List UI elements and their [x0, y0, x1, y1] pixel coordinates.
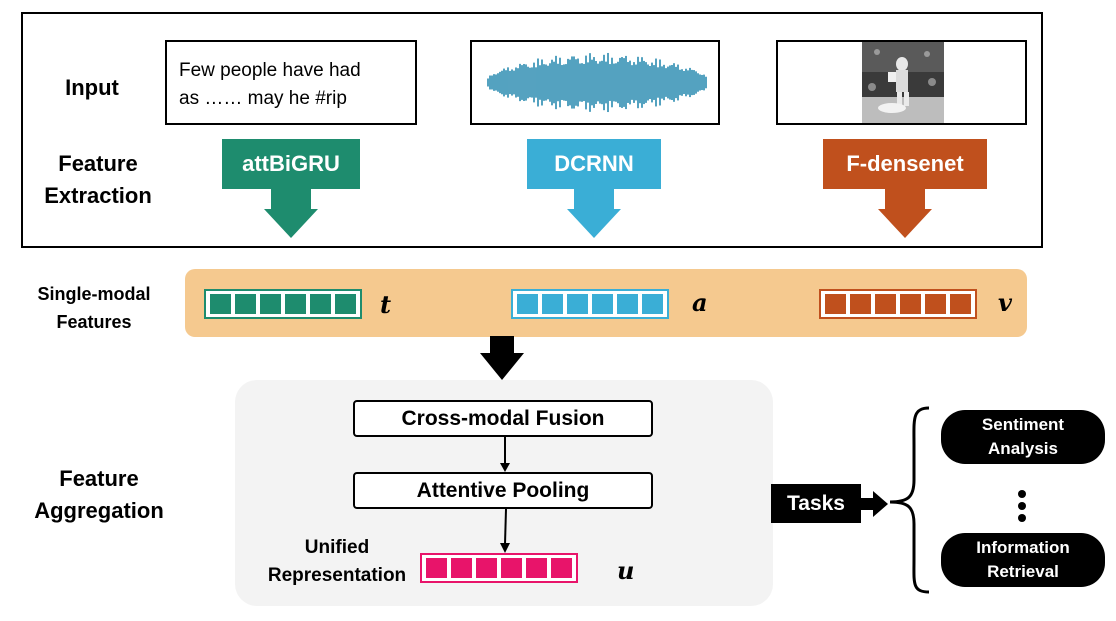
single-modal-features-label: Single-modal Features: [37, 284, 151, 332]
vector-cell: [875, 294, 896, 314]
attbigru-extractor: attBiGRU: [222, 139, 360, 189]
boxing-photo-icon: [862, 42, 944, 123]
unified-representation-vector: [420, 553, 578, 583]
vector-cell: [900, 294, 921, 314]
tasks-label: Tasks: [771, 484, 861, 523]
curly-brace-icon: [889, 406, 930, 594]
f-densenet-arrow-head: [878, 209, 932, 238]
vector-cell: [501, 558, 522, 578]
text-input-box: [165, 40, 417, 125]
attbigru-label: attBiGRU: [242, 151, 340, 176]
vector-cell: [526, 558, 547, 578]
text-feature-vector: [204, 289, 362, 319]
vector-cell: [567, 294, 588, 314]
vector-cell: [476, 558, 497, 578]
feature-extraction-label: Feature Extraction: [44, 151, 152, 208]
vector-cell: [517, 294, 538, 314]
text-feature-var: t: [380, 290, 392, 319]
cross-modal-fusion-box: Cross-modal Fusion: [353, 400, 653, 437]
down-arrow-icon: [480, 336, 524, 380]
vector-cell: [210, 294, 231, 314]
vector-cell: [850, 294, 871, 314]
vector-cell: [950, 294, 971, 314]
vector-cell: [542, 294, 563, 314]
input-label: Input: [65, 75, 119, 100]
cross-modal-fusion-label: Cross-modal Fusion: [401, 406, 605, 430]
audio-waveform-icon: [487, 52, 707, 113]
image-input-box: [776, 40, 1027, 125]
visual-feature-vector: [819, 289, 977, 319]
input-extraction-frame: [21, 12, 1043, 248]
audio-feature-var: a: [692, 288, 708, 317]
unified-var: u: [617, 556, 635, 585]
task-sentiment-analysis: Sentiment Analysis: [941, 410, 1105, 464]
vector-cell: [592, 294, 613, 314]
dcrnn-arrow-stem: [574, 188, 614, 210]
dcrnn-arrow-head: [567, 209, 621, 238]
audio-feature-vector: [511, 289, 669, 319]
vector-cell: [642, 294, 663, 314]
vector-cell: [235, 294, 256, 314]
feature-aggregation-label: Feature Aggregation: [34, 466, 164, 523]
visual-feature-var: v: [998, 288, 1012, 317]
audio-input-box: [470, 40, 720, 125]
attbigru-arrow-stem: [271, 188, 311, 210]
attentive-pooling-box: Attentive Pooling: [353, 472, 653, 509]
attentive-pooling-label: Attentive Pooling: [416, 478, 590, 502]
vector-cell: [426, 558, 447, 578]
vector-cell: [335, 294, 356, 314]
attbigru-arrow-head: [264, 209, 318, 238]
vector-cell: [451, 558, 472, 578]
vector-cell: [260, 294, 281, 314]
f-densenet-extractor: F-densenet: [823, 139, 987, 189]
aggregation-arrows: [500, 437, 510, 553]
f-densenet-label: F-densenet: [846, 151, 964, 176]
vertical-ellipsis-icon: [1018, 490, 1026, 522]
vector-cell: [551, 558, 572, 578]
tasks-arrow-icon: [860, 491, 888, 517]
task-information-retrieval: Information Retrieval: [941, 533, 1105, 587]
dcrnn-extractor: DCRNN: [527, 139, 661, 189]
vector-cell: [310, 294, 331, 314]
vector-cell: [925, 294, 946, 314]
vector-cell: [285, 294, 306, 314]
vector-cell: [825, 294, 846, 314]
unified-representation-label: Unified Representation: [267, 537, 407, 586]
f-densenet-arrow-stem: [885, 188, 925, 210]
vector-cell: [617, 294, 638, 314]
dcrnn-label: DCRNN: [554, 151, 634, 176]
text-input-content: Few people have had as …… may he #rip: [179, 60, 361, 109]
